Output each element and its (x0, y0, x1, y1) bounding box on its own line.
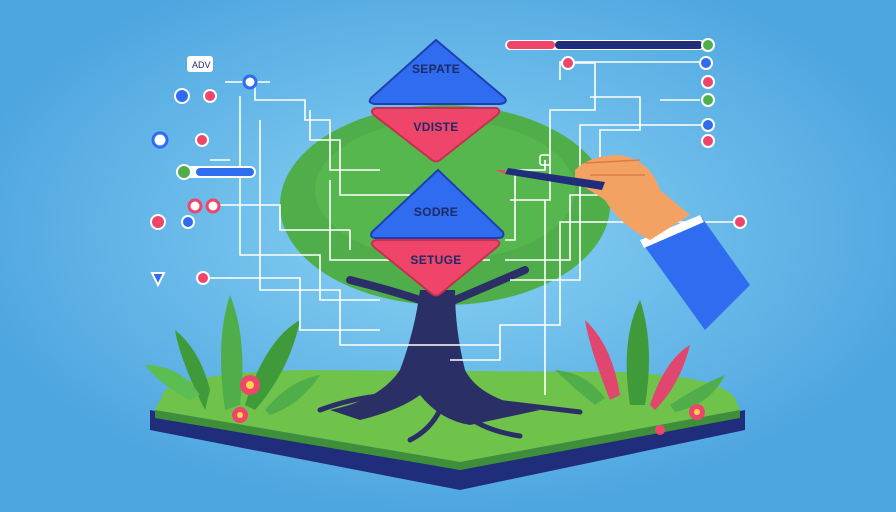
node-dot[interactable] (197, 272, 209, 284)
node-label: SODRE (414, 205, 458, 219)
node-dot[interactable] (700, 57, 712, 69)
node-dot[interactable] (702, 39, 714, 51)
node-dot[interactable] (702, 119, 714, 131)
node-dot[interactable] (244, 76, 256, 88)
node-dot[interactable] (702, 135, 714, 147)
node-dot[interactable] (151, 215, 165, 229)
node-dot[interactable] (204, 90, 216, 102)
node-dot[interactable] (196, 134, 208, 146)
node-label: SETUGE (410, 253, 461, 267)
progress-fill-pink (507, 41, 555, 49)
node-dot[interactable] (702, 76, 714, 88)
progress-fill-navy (555, 41, 703, 49)
node-dot[interactable] (562, 57, 574, 69)
node-dot[interactable] (175, 89, 189, 103)
node-dot[interactable] (177, 165, 191, 179)
node-dot[interactable] (153, 133, 167, 147)
node-dot[interactable] (189, 200, 201, 212)
side-tag-text: ADV (192, 60, 211, 70)
node-label: SEPATE (412, 62, 460, 76)
progress-fill (196, 168, 254, 176)
node-dot[interactable] (182, 216, 194, 228)
node-dot[interactable] (734, 216, 746, 228)
node-label: VDISTE (413, 120, 458, 134)
node-dot[interactable] (702, 94, 714, 106)
node-dot[interactable] (207, 200, 219, 212)
